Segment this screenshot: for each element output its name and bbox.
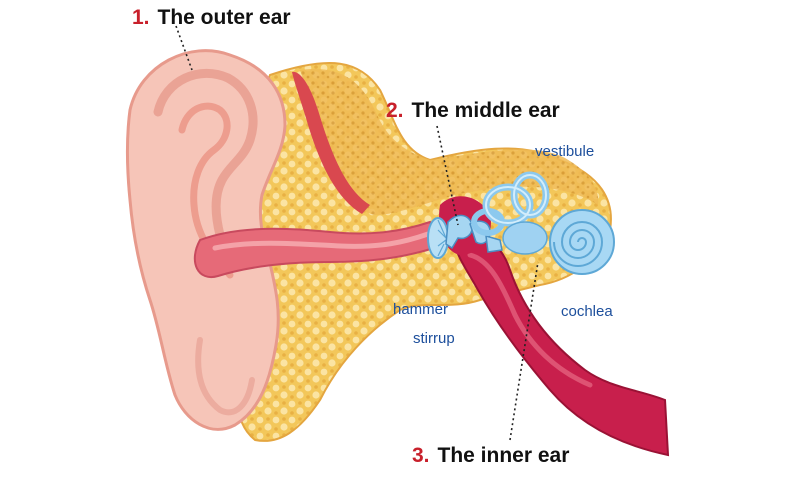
label-hammer: hammer xyxy=(393,301,449,318)
pinna-antihelix xyxy=(178,102,234,279)
semicircular-canal-inner-2 xyxy=(513,174,547,216)
muscle xyxy=(292,71,370,214)
heading-outer-ear-text: The outer ear xyxy=(157,6,291,29)
heading-inner-ear-text: The inner ear xyxy=(437,444,570,467)
heading-middle-ear-number: 2. xyxy=(386,99,404,122)
heading-outer-ear-number: 1. xyxy=(132,6,150,29)
semicircular-canal-inner-1 xyxy=(485,186,531,224)
ear-canal xyxy=(193,220,442,279)
eustachian-tube-highlight xyxy=(467,252,593,388)
vestibule-body xyxy=(502,221,548,255)
stirrup-bone xyxy=(485,234,503,253)
heading-middle-ear-text: The middle ear xyxy=(411,99,560,122)
eardrum xyxy=(427,217,449,259)
label-cochlea: cochlea xyxy=(561,303,613,320)
ear-canal-highlight xyxy=(212,231,431,251)
cochlea-shell xyxy=(549,209,615,275)
pinna-lobe-shadow xyxy=(195,337,255,416)
eardrum-lines xyxy=(437,219,449,257)
heading-inner-ear: 3. The inner ear xyxy=(412,445,569,466)
label-vestibule: vestibule xyxy=(535,143,595,160)
inner-ear-structure xyxy=(471,171,615,275)
inner-ear-leader xyxy=(509,261,539,441)
middle-ear-leader xyxy=(436,125,459,226)
heading-outer-ear: 1. The outer ear xyxy=(132,7,291,28)
cochlea-spiral xyxy=(553,221,604,267)
label-stirrup: stirrup xyxy=(413,330,455,347)
pinna-helix-fold xyxy=(153,68,258,240)
eustachian-tube xyxy=(453,237,670,457)
heading-inner-ear-number: 3. xyxy=(412,444,430,467)
heading-middle-ear: 2. The middle ear xyxy=(386,100,560,121)
